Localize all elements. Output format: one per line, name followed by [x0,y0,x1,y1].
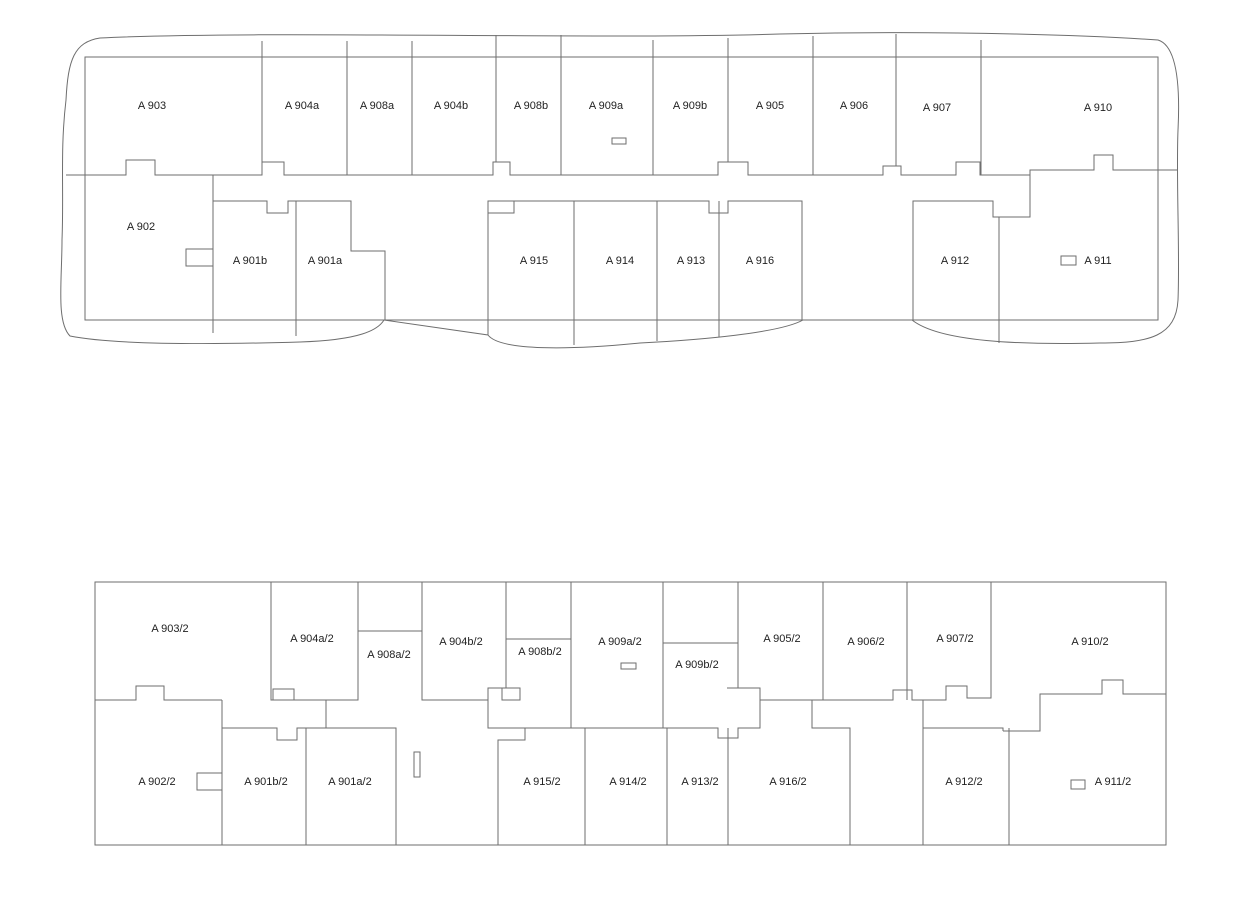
upper-fixture [1060,255,1077,266]
room-label-a916-2: A 916/2 [769,776,806,788]
lower-building-outline [94,581,1167,846]
upper-fixture [488,201,515,214]
room-label-a907: A 907 [923,102,951,114]
lower-wall [525,700,761,739]
room-label-a908b-2: A 908b/2 [518,646,561,658]
room-label-a909b-2: A 909b/2 [675,659,718,671]
room-label-a916: A 916 [746,255,774,267]
lower-fixture [501,687,521,701]
room-label-a905-2: A 905/2 [763,633,800,645]
room-label-a914: A 914 [606,255,634,267]
room-label-a902: A 902 [127,221,155,233]
room-label-a911-2: A 911/2 [1095,776,1132,788]
room-label-a908a: A 908a [360,100,395,112]
lower-fixture [272,688,295,700]
lower-wall [487,700,526,845]
upper-building-outline [84,56,1159,321]
room-label-a901a: A 901a [308,255,343,267]
room-label-a915: A 915 [520,255,548,267]
room-label-a909a-2: A 909a/2 [598,636,641,648]
room-label-a901b-2: A 901b/2 [244,776,287,788]
lower-wall [1003,679,1166,732]
room-label-a908a-2: A 908a/2 [367,649,410,661]
room-label-a910-2: A 910/2 [1071,636,1108,648]
room-label-a911: A 911 [1084,255,1111,267]
upper-wall [487,200,803,335]
lower-fixture [413,751,421,778]
lower-wall [270,582,359,701]
upper-wall [213,200,386,320]
room-label-a902-2: A 902/2 [138,776,175,788]
upper-fixture [611,137,627,145]
room-label-a908b: A 908b [514,100,548,112]
room-label-a912-2: A 912/2 [945,776,982,788]
room-label-a913: A 913 [677,255,705,267]
room-label-a901a-2: A 901a/2 [328,776,371,788]
room-label-a909b: A 909b [673,100,707,112]
room-label-a901b: A 901b [233,255,267,267]
room-label-a904b-2: A 904b/2 [439,636,482,648]
upper-floor-plan: A 903 A 904a A 908a A 904b A 908b A 909a… [60,32,1180,349]
room-label-a904b: A 904b [434,100,468,112]
room-label-a905: A 905 [756,100,784,112]
lower-fixture [196,772,223,791]
lower-wall [922,700,1004,731]
room-label-a906: A 906 [840,100,868,112]
lower-floor-plan: A 903/2 A 904a/2 A 908a/2 A 904b/2 A 908… [94,581,1167,846]
room-label-a906-2: A 906/2 [847,636,884,648]
lower-fixture [1070,779,1086,790]
lower-wall [737,582,824,701]
lower-wall [811,700,851,845]
lower-wall [823,582,992,701]
upper-wall [912,170,1031,320]
lower-wall [421,582,507,701]
room-label-a910: A 910 [1084,102,1112,114]
room-label-a904a-2: A 904a/2 [290,633,333,645]
upper-site-boundary [60,32,1180,349]
upper-fixture [185,248,214,267]
lower-corridor-north-wall [95,685,222,701]
room-label-a913-2: A 913/2 [681,776,718,788]
room-label-a907-2: A 907/2 [936,633,973,645]
upper-corridor-north-wall [66,154,1178,176]
room-label-a904a: A 904a [285,100,320,112]
room-label-a912: A 912 [941,255,969,267]
room-label-a909a: A 909a [589,100,624,112]
room-label-a903: A 903 [138,100,166,112]
lower-wall [222,727,397,845]
room-label-a914-2: A 914/2 [609,776,646,788]
lower-fixture [620,662,637,670]
room-label-a915-2: A 915/2 [523,776,560,788]
room-label-a903-2: A 903/2 [151,623,188,635]
